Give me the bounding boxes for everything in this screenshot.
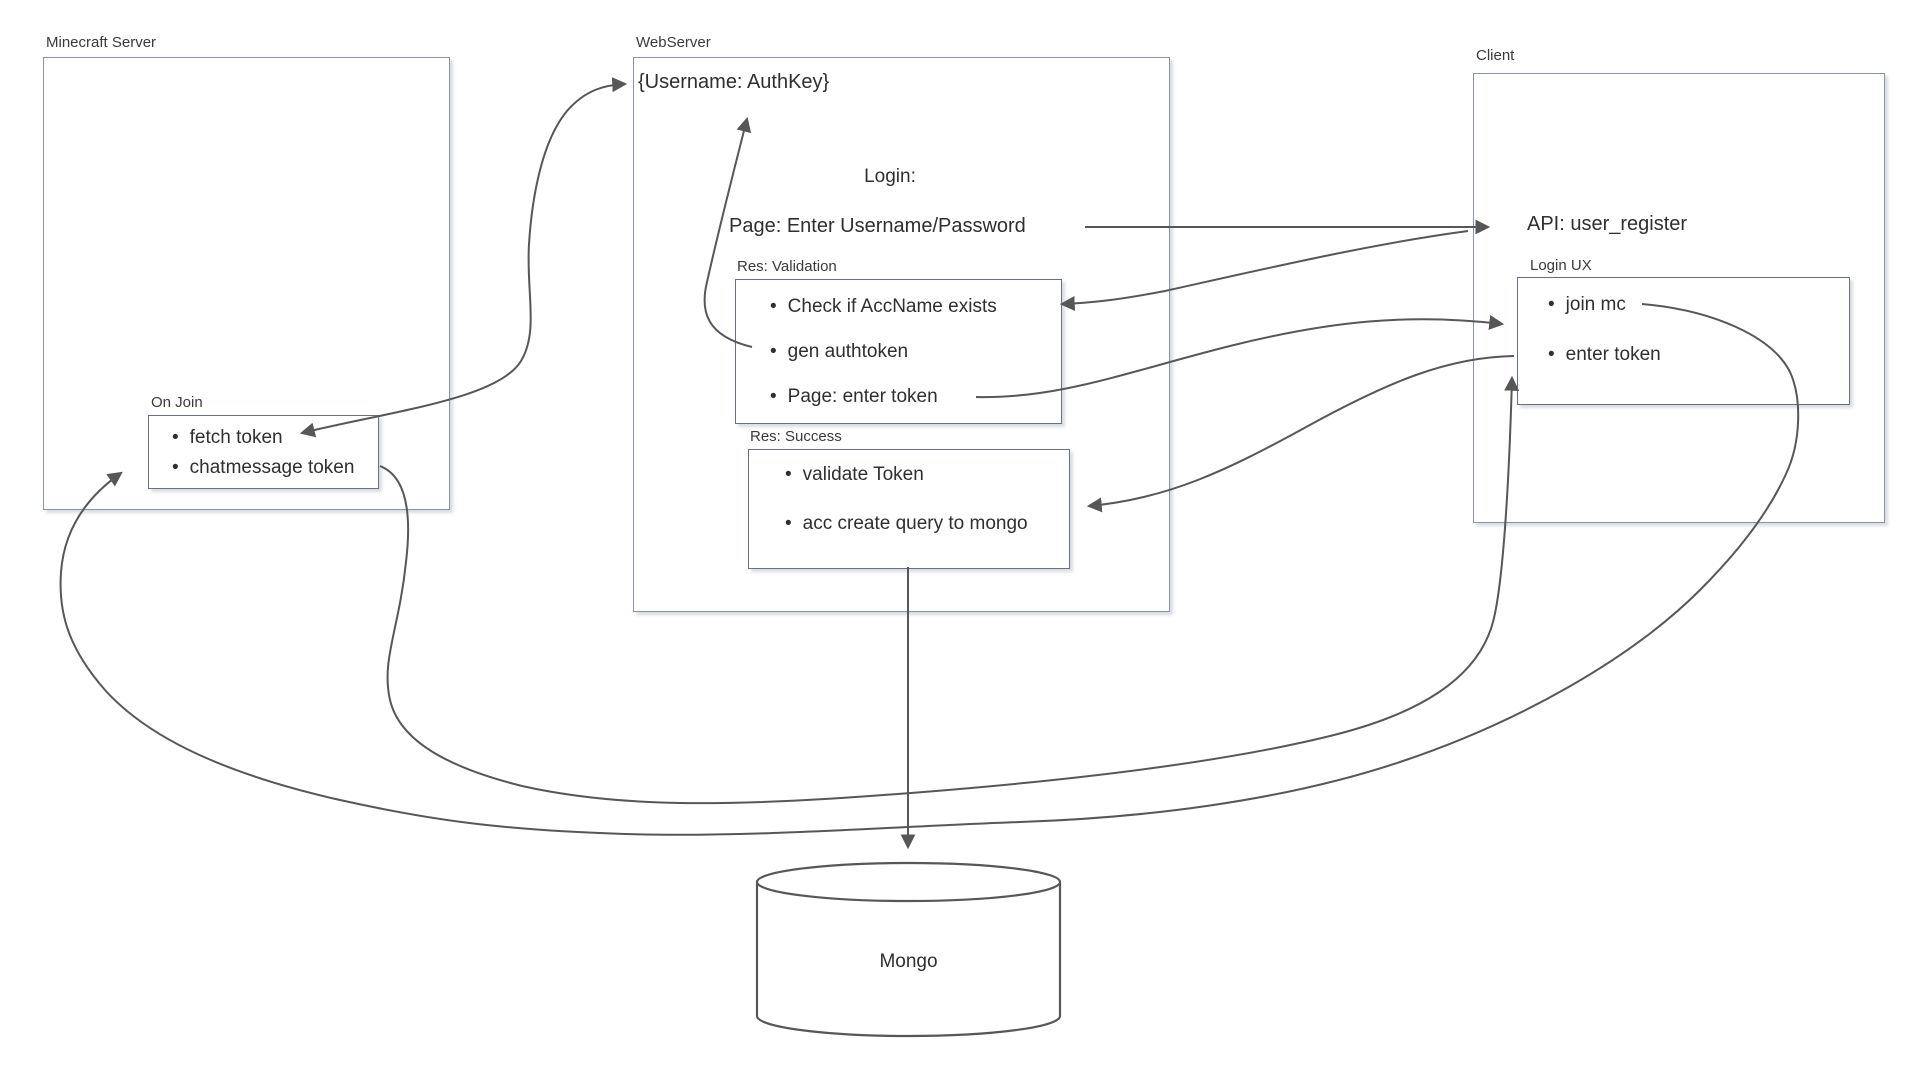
mongo-database-label: Mongo xyxy=(879,951,938,972)
on-join-label: On Join xyxy=(151,394,203,411)
webserver-label: WebServer xyxy=(636,34,711,51)
res-validation-item-page-enter-token: Page: enter token xyxy=(787,386,938,407)
res-success-item-acc-create-query: acc create query to mongo xyxy=(802,513,1028,534)
on-join-box: • fetch token • chatmessage token xyxy=(148,415,379,489)
bullet-glyph: • xyxy=(785,464,792,485)
bullet-glyph: • xyxy=(785,513,792,534)
list-item: • Check if AccName exists xyxy=(770,284,1061,329)
res-validation-item-gen-authtoken: gen authtoken xyxy=(787,341,909,362)
res-validation-box: • Check if AccName exists • gen authtoke… xyxy=(735,279,1062,424)
bullet-glyph: • xyxy=(172,427,179,448)
bullet-glyph: • xyxy=(1548,344,1555,365)
username-authkey-map-text: {Username: AuthKey} xyxy=(638,71,830,93)
on-join-item-fetch-token: fetch token xyxy=(189,427,283,448)
login-ux-label: Login UX xyxy=(1530,257,1592,274)
login-ux-item-join-mc: join mc xyxy=(1565,294,1626,315)
list-item: • gen authtoken xyxy=(770,329,1061,374)
client-label: Client xyxy=(1476,47,1515,64)
list-item: • validate Token xyxy=(785,450,1069,499)
page-enter-credentials-text: Page: Enter Username/Password xyxy=(729,215,1026,237)
res-validation-label: Res: Validation xyxy=(737,258,837,275)
bullet-glyph: • xyxy=(770,296,777,317)
bullet-glyph: • xyxy=(770,386,777,407)
mongo-cylinder-shape xyxy=(755,861,1062,1038)
list-item: • fetch token xyxy=(172,423,378,453)
list-item: • Page: enter token xyxy=(770,374,1061,419)
list-item: • acc create query to mongo xyxy=(785,499,1069,548)
bullet-glyph: • xyxy=(1548,294,1555,315)
bullet-glyph: • xyxy=(770,341,777,362)
minecraft-server-label: Minecraft Server xyxy=(46,34,157,51)
on-join-item-chatmessage-token: chatmessage token xyxy=(189,457,355,478)
res-success-label: Res: Success xyxy=(750,428,842,445)
res-validation-item-check-accname: Check if AccName exists xyxy=(787,296,997,317)
list-item: • join mc xyxy=(1548,280,1849,330)
res-success-box: • validate Token • acc create query to m… xyxy=(748,449,1070,569)
list-item: • enter token xyxy=(1548,330,1849,380)
mongo-cylinder-top xyxy=(755,861,1062,903)
res-success-item-validate-token: validate Token xyxy=(802,464,924,485)
login-ux-box: • join mc • enter token xyxy=(1517,277,1850,405)
login-ux-item-enter-token: enter token xyxy=(1565,344,1661,365)
bullet-glyph: • xyxy=(172,457,179,478)
list-item: • chatmessage token xyxy=(172,453,378,483)
login-heading-text: Login: xyxy=(864,166,916,187)
api-user-register-text: API: user_register xyxy=(1527,213,1688,235)
